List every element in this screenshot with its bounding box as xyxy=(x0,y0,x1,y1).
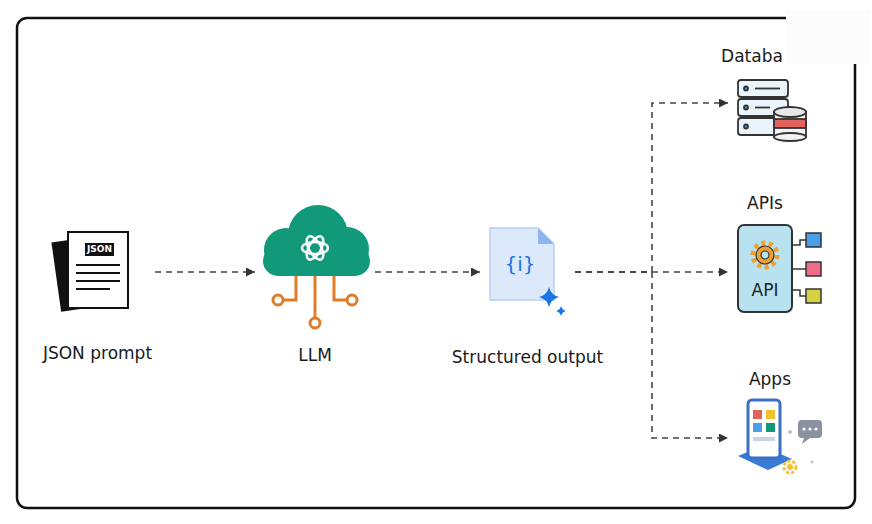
api-icon xyxy=(806,262,821,276)
apps-icon xyxy=(802,427,805,430)
cover-patch xyxy=(786,10,870,64)
node-label: JSON prompt xyxy=(30,343,165,363)
llm-wires xyxy=(273,276,357,328)
api-caption: API xyxy=(745,279,785,301)
apps-icon xyxy=(766,410,775,419)
json-document-icon xyxy=(76,288,110,290)
model-node: LLM xyxy=(255,200,375,365)
node-label: APIs xyxy=(728,193,802,213)
frame-border xyxy=(17,18,855,508)
llm-cloud-icon xyxy=(303,234,326,263)
llm-cloud-icon xyxy=(263,246,370,276)
database-icon xyxy=(744,125,748,129)
llm-wires xyxy=(273,295,283,305)
database-icon xyxy=(755,107,770,109)
database-icon xyxy=(738,80,806,141)
document-tag: JSON xyxy=(85,243,114,256)
json-document-icon xyxy=(76,272,120,274)
json-symbol: {i} xyxy=(500,251,540,277)
apps-icon xyxy=(798,420,822,438)
structured-output-icon xyxy=(490,228,554,300)
api-icon xyxy=(738,225,821,312)
api-icon xyxy=(738,225,792,312)
apps-icon xyxy=(738,400,822,473)
dashed-arrow xyxy=(155,271,255,273)
json-document-icon xyxy=(51,232,128,312)
apps-icon xyxy=(811,461,814,464)
structured-output-icon xyxy=(538,228,554,244)
json-document-icon xyxy=(76,280,120,282)
apps-icon xyxy=(753,437,775,441)
apps-icon xyxy=(753,423,762,432)
llm-wires xyxy=(283,276,296,300)
llm-wires xyxy=(314,276,317,318)
apps-icon xyxy=(814,427,817,430)
structured-output-icon xyxy=(556,306,566,316)
database-icon xyxy=(744,87,748,91)
database-icon xyxy=(755,88,780,90)
apps-icon xyxy=(748,400,780,458)
apps-icon xyxy=(787,464,793,470)
api-icon xyxy=(753,243,777,267)
llm-cloud-icon xyxy=(303,234,326,263)
json-document-icon xyxy=(76,264,120,266)
node-label: LLM xyxy=(255,345,375,365)
api-icon xyxy=(806,233,821,247)
structured-output-icon xyxy=(490,228,566,316)
dashed-arrow xyxy=(575,103,728,272)
apps-icon xyxy=(784,461,796,473)
api-icon xyxy=(806,289,821,303)
database-icon xyxy=(738,80,788,97)
node-label: Structured output xyxy=(435,347,620,367)
target-node: APIs xyxy=(728,190,833,315)
dashed-arrow xyxy=(575,272,728,438)
dashed-arrow xyxy=(375,271,480,273)
apps-icon xyxy=(788,430,792,434)
llm-wires xyxy=(334,276,347,300)
llm-wires xyxy=(347,295,357,305)
api-icon xyxy=(792,268,806,270)
node-label: Apps xyxy=(728,369,812,389)
llm-wires xyxy=(310,318,320,328)
database-icon xyxy=(744,106,748,110)
apps-icon xyxy=(808,427,811,430)
dashed-arrow xyxy=(575,271,728,273)
target-node: Databa xyxy=(728,42,828,145)
api-icon xyxy=(761,251,769,259)
llm-cloud-icon xyxy=(263,205,370,276)
api-icon xyxy=(756,246,774,264)
target-node: Apps xyxy=(728,366,833,472)
database-icon xyxy=(774,133,806,141)
structured-output-icon xyxy=(539,287,559,307)
apps-icon xyxy=(802,438,810,444)
node-label: Databa xyxy=(712,46,792,66)
api-icon xyxy=(792,240,806,245)
json-document-icon xyxy=(68,232,128,308)
database-icon xyxy=(774,119,806,128)
apps-icon xyxy=(766,423,775,432)
output-node: Structured output xyxy=(480,220,575,365)
api-icon xyxy=(792,240,806,296)
api-icon xyxy=(792,290,806,296)
llm-cloud-icon xyxy=(302,234,328,263)
apps-icon xyxy=(753,410,762,419)
database-icon xyxy=(774,107,806,117)
